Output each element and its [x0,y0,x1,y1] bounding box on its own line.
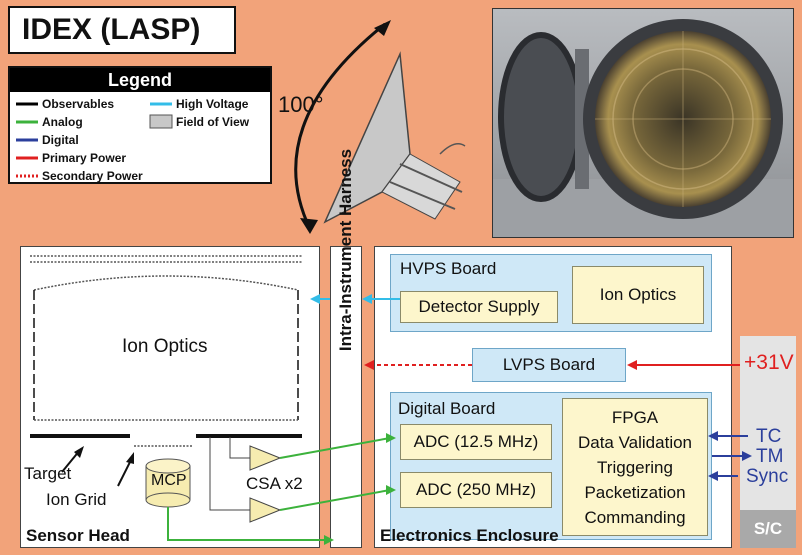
instrument-cable [439,143,466,155]
power-input-label: +31V [744,351,794,374]
hvps-board-title: HVPS Board [400,259,497,278]
legend-label-fov: Field of View [176,115,250,129]
adc-12-5-box: ADC (12.5 MHz) [400,424,552,460]
field-of-view-illustration [294,20,466,234]
electronics-enclosure-label: Electronics Enclosure [380,526,559,545]
fov-angle-label: 100° [278,92,324,117]
legend-label-secondary-power: Secondary Power [42,169,143,183]
legend-heading: Legend [10,68,270,92]
legend-swatch-fov [149,114,173,129]
instrument-rail [389,181,456,210]
sync-signal-label: Sync [746,466,789,487]
fpga-line: FPGA [611,408,659,427]
csa-label: CSA x2 [246,474,303,493]
legend: Legend Observables High Voltage Analog F… [8,66,272,184]
legend-label-high-voltage: High Voltage [176,97,249,111]
instrument-rail [399,163,463,193]
hvps-ion-optics-box: Ion Optics [572,266,704,324]
legend-label-primary-power: Primary Power [42,151,127,165]
target-label: Target [24,464,72,483]
adc-250-box: ADC (250 MHz) [400,472,552,508]
harness-label: Intra-Instrument Harness [336,148,355,352]
legend-swatches [16,102,173,178]
fpga-box: FPGA Data Validation Triggering Packetiz… [562,398,708,536]
fov-arc [294,22,386,230]
spacecraft-panel [740,336,796,510]
tc-signal-label: TC [756,426,782,447]
tm-signal-label: TM [756,446,784,467]
fpga-line: Commanding [584,508,686,527]
door-disk [498,32,584,202]
fpga-line: Data Validation [577,433,693,452]
legend-label-digital: Digital [42,133,79,147]
instrument-photo-illustration [493,9,793,237]
spacecraft-label: S/C [740,510,796,548]
sensor-head-label: Sensor Head [26,526,130,545]
fpga-line: Packetization [584,483,686,502]
mcp-label: MCP [151,472,187,489]
page-title: IDEX (LASP) [8,6,236,54]
legend-label-observables: Observables [42,97,115,111]
legend-label-analog: Analog [42,115,83,129]
instrument-photo [492,8,794,238]
detector-supply-box: Detector Supply [400,291,558,323]
sensor-ion-optics-label: Ion Optics [122,336,208,357]
digital-board-title: Digital Board [398,399,496,418]
fpga-line: Triggering [597,458,673,477]
fov-arc-arrow-bottom [300,218,318,234]
lvps-board: LVPS Board [472,348,626,382]
ion-grid-label: Ion Grid [46,490,107,509]
fov-arc-arrow-top [374,20,391,36]
